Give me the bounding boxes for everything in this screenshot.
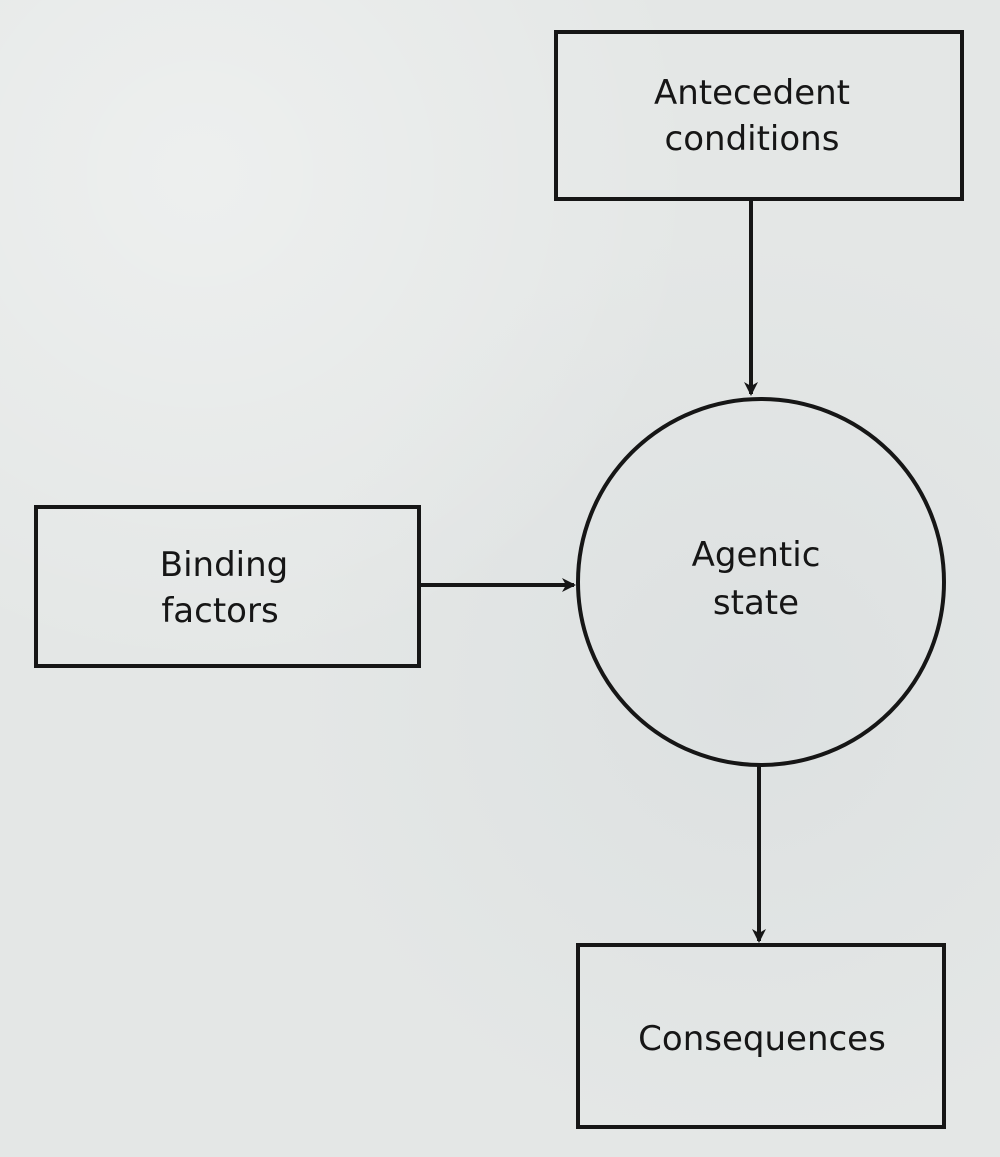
binding-factors-label-line2: factors (161, 591, 278, 631)
agentic-state-label-line2: state (713, 583, 799, 623)
antecedent-conditions-label-line1: Antecedent (654, 73, 850, 113)
agentic-state-label-line1: Agentic (692, 535, 821, 575)
antecedent-conditions-label-line2: conditions (665, 119, 840, 159)
binding-factors-label-line1: Binding (160, 545, 288, 585)
binding-factors-box (34, 505, 421, 668)
consequences-label: Consequences (638, 1019, 886, 1059)
consequences-box (576, 943, 946, 1129)
agentic-state-node: Agentic state (576, 397, 946, 767)
antecedent-conditions-node: Antecedent conditions (554, 30, 964, 201)
antecedent-conditions-box (554, 30, 964, 201)
binding-factors-node: Binding factors (34, 505, 421, 668)
consequences-node: Consequences (576, 943, 946, 1129)
agentic-state-circle (576, 397, 946, 767)
